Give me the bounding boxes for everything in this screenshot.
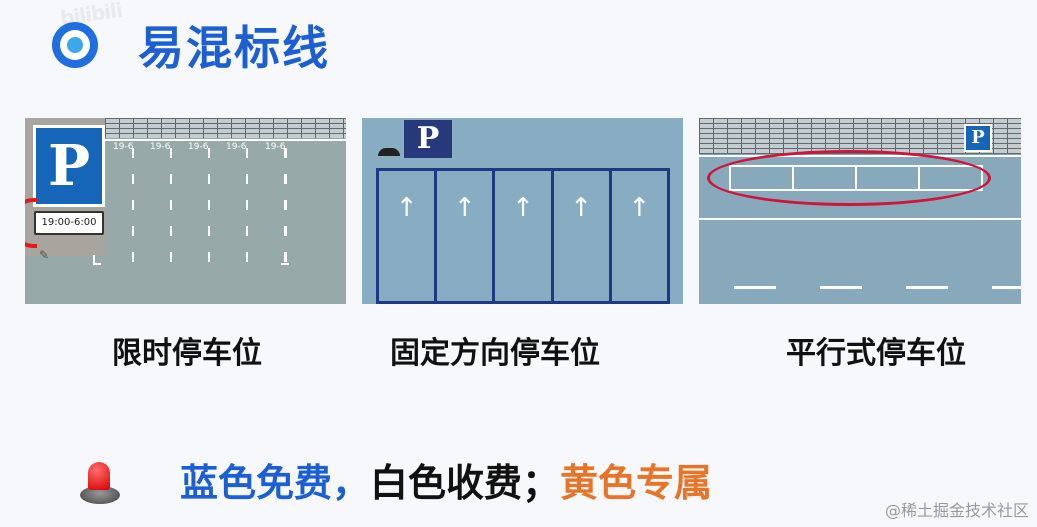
slot-label: 19-6: [113, 142, 134, 152]
pencil-cursor-icon: ✎: [39, 248, 50, 262]
parking-slots: ↑ ↑ ↑ ↑ ↑: [376, 168, 670, 304]
siren-icon: [78, 462, 122, 508]
rule-yellow: 黄色专属: [560, 461, 713, 505]
parking-sign: P: [33, 125, 105, 207]
up-arrow-icon: ↑: [570, 193, 593, 223]
parking-slot: ↑: [554, 171, 612, 301]
parking-slot: ↑: [379, 171, 438, 301]
parking-slot: ↑: [495, 171, 554, 301]
panel-parallel-parking: P: [699, 118, 1021, 304]
red-highlight-ellipse: [707, 150, 991, 206]
up-arrow-icon: ↑: [453, 193, 476, 223]
panel-fixed-direction-parking: P ↑ ↑ ↑ ↑ ↑: [362, 118, 683, 304]
slot-label: 19-6: [226, 142, 247, 152]
up-arrow-icon: ↑: [395, 193, 418, 223]
caption-parallel: 平行式停车位: [786, 336, 966, 371]
parking-slot: ↑: [437, 171, 496, 301]
red-highlight-arc: [25, 198, 37, 248]
caption-fixed-direction: 固定方向停车位: [390, 336, 600, 371]
time-plate: 19:00-6:00: [34, 211, 104, 235]
page-title: 易混标线: [138, 21, 330, 75]
target-circle-icon: [52, 22, 98, 68]
parking-sign: P: [964, 124, 992, 152]
up-arrow-icon: ↑: [628, 193, 651, 223]
rule-white: 白色收费；: [370, 461, 561, 505]
brick-wall: [105, 118, 346, 138]
caption-time-limited: 限时停车位: [112, 336, 262, 371]
curb-marker-icon: [378, 148, 400, 156]
rule-blue: 蓝色免费，: [180, 461, 371, 505]
parking-sign: P: [404, 120, 452, 158]
color-rule-text: 蓝色免费，白色收费；黄色专属: [180, 452, 712, 507]
panel-time-limited-parking: P 19:00-6:00 19-6 19-6 19-6 19-6 19-6 ✎: [25, 118, 346, 304]
slot-label: 19-6: [188, 142, 209, 152]
juejin-watermark: @稀土掘金技术社区: [884, 501, 1029, 520]
slot-label: 19-6: [265, 142, 286, 152]
parking-slot: ↑: [612, 171, 667, 301]
up-arrow-icon: ↑: [512, 193, 534, 223]
slot-label: 19-6: [150, 142, 171, 152]
